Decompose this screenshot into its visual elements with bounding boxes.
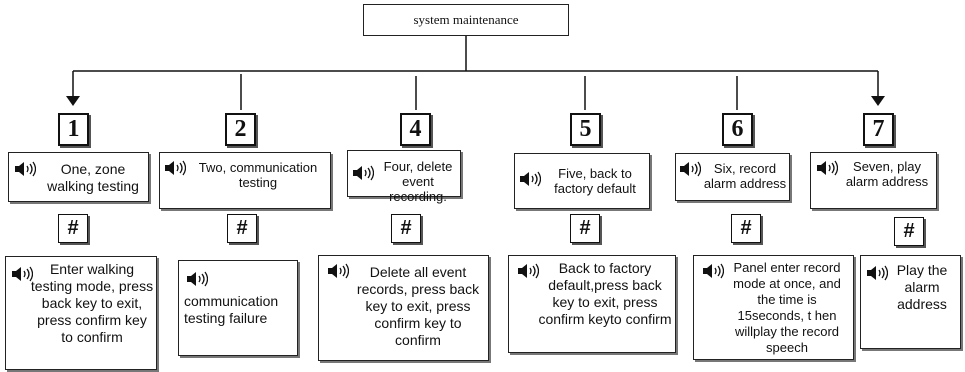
speaker-icon [165,160,186,176]
speaker-icon [15,161,36,177]
speaker-icon [520,171,541,187]
action-text-2: communication testing failure [184,293,279,326]
speaker-icon [187,271,208,287]
title-text: system maintenance [413,12,519,27]
voice-prompt-1: One, zone walking testing [8,152,149,202]
voice-text-1: One, zone walking testing [47,161,139,194]
voice-prompt-6: Six, record alarm address [675,153,790,201]
hash-key-7: # [894,217,924,246]
action-box-2: communication testing failure [178,260,298,356]
step-number-6: 6 [722,113,753,146]
arrow-head-left [66,96,80,106]
hash-key-4: # [391,214,421,243]
action-text-4: Delete all event records, press back key… [356,264,480,348]
action-box-7: Play the alarm address [860,255,961,349]
voice-prompt-7: Seven, play alarm address [810,152,937,209]
voice-prompt-4: Four, delete event recording. [347,150,461,204]
action-text-7: Play the alarm address [896,262,948,312]
voice-text-2: Two, communication testing [198,160,318,190]
title-box: system maintenance [363,4,569,36]
voice-text-4: Four, delete event recording. [383,159,453,204]
action-box-4: Delete all event records, press back key… [318,255,489,361]
arrow-head-right [871,96,885,106]
voice-text-7: Seven, play alarm address [845,159,929,189]
speaker-icon [680,161,701,177]
action-text-6: Panel enter record mode at once, and the… [733,260,841,355]
speaker-icon [328,263,349,279]
speaker-icon [353,165,374,181]
step-number-5: 5 [570,113,601,146]
voice-text-5: Five, back to factory default [554,166,636,196]
step-number-2: 2 [225,113,256,146]
action-box-5: Back to factory default,press back key t… [508,255,676,353]
action-text-5: Back to factory default,press back key t… [538,260,672,327]
hash-key-6: # [731,214,761,243]
speaker-icon [817,160,838,176]
speaker-icon [867,265,888,281]
hash-key-2: # [227,214,257,243]
voice-text-6: Six, record alarm address [703,161,787,191]
hash-key-1: # [58,214,88,243]
step-number-1: 1 [58,113,89,146]
speaker-icon [12,266,33,282]
action-box-1: Enter walking testing mode, press back k… [5,256,157,370]
step-number-4: 4 [400,113,431,146]
action-text-1: Enter walking testing mode, press back k… [30,261,154,345]
hash-key-5: # [570,214,600,243]
action-box-6: Panel enter record mode at once, and the… [693,255,854,360]
speaker-icon [518,263,539,279]
speaker-icon [703,263,724,279]
voice-prompt-2: Two, communication testing [159,152,331,209]
voice-prompt-5: Five, back to factory default [514,153,650,209]
step-number-7: 7 [863,113,894,146]
